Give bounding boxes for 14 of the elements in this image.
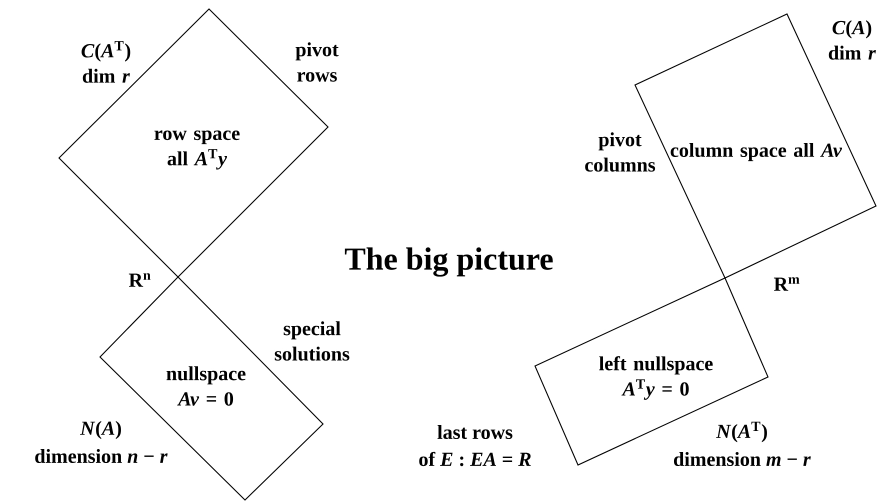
side-label: pivot rows bbox=[296, 42, 339, 82]
side-label: special solutions bbox=[274, 321, 350, 361]
side-label: C(A$^{T}$) dim r bbox=[82, 41, 130, 83]
side-label: N(A) bbox=[80, 420, 121, 440]
side-label: dimension n − r bbox=[35, 448, 168, 464]
side-label: N(A$^{T}$) bbox=[716, 422, 767, 442]
space-label: R$^{m}$ bbox=[774, 277, 800, 291]
side-label: last rows bbox=[438, 424, 512, 440]
side-label: dimension m − r bbox=[674, 452, 811, 466]
title: The big picture bbox=[344, 247, 553, 277]
side-label: pivot columns bbox=[585, 132, 656, 172]
space-label: R$^{n}$ bbox=[128, 273, 151, 287]
side-label: of E : EA = R bbox=[419, 452, 531, 466]
side-label: C(A) dim r bbox=[828, 20, 876, 60]
